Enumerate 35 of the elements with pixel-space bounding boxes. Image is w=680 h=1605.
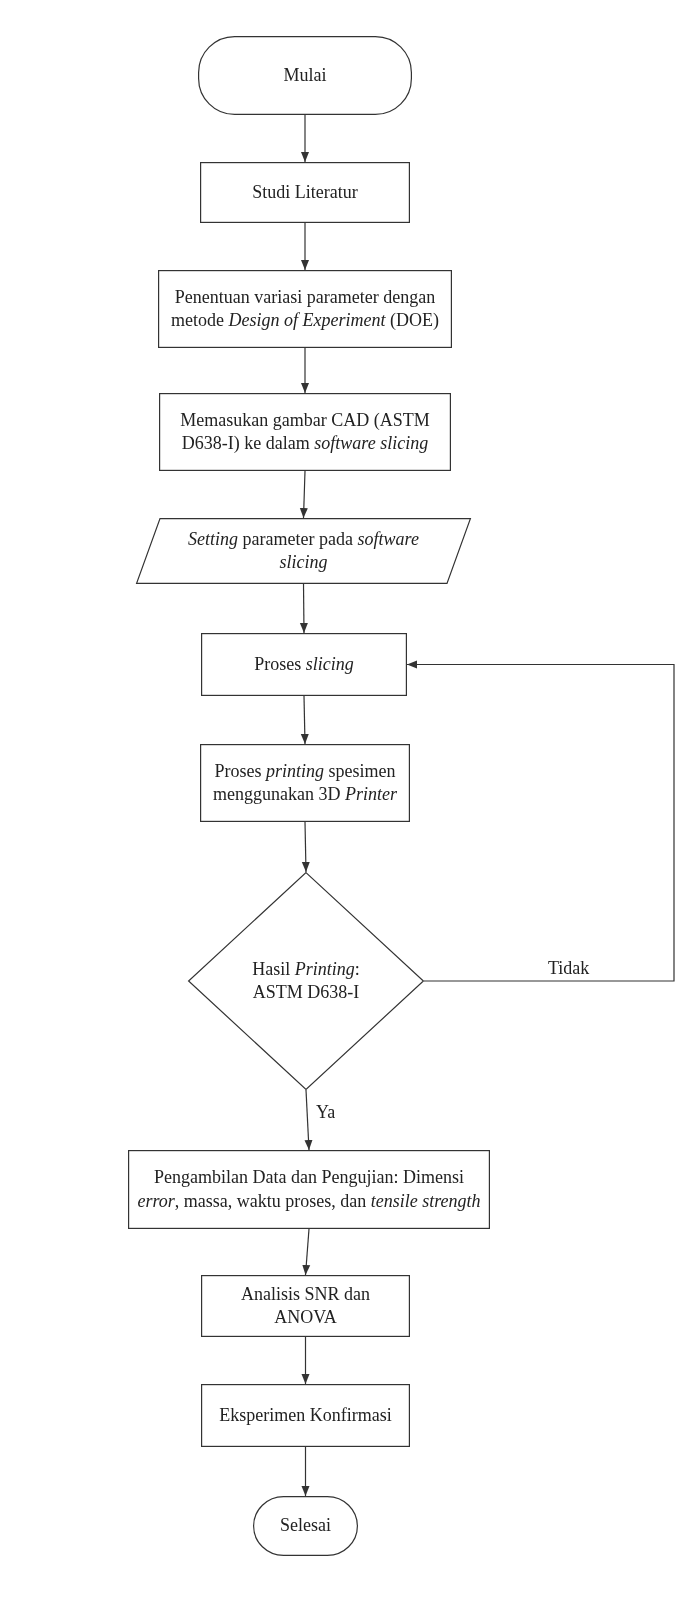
arrow <box>299 470 308 519</box>
arrow <box>302 1228 311 1276</box>
process-box <box>158 270 452 348</box>
arrow <box>299 583 308 634</box>
node-text: Analisis SNR dan ANOVA <box>240 1282 371 1329</box>
arrow <box>301 347 309 394</box>
process-box <box>128 1150 490 1229</box>
node-text: Studi Literatur <box>252 180 358 204</box>
node-text: Memasukan gambar CAD (ASTM D638-I) ke dalam software slicing <box>179 408 431 455</box>
arrow <box>304 1089 313 1151</box>
node-text: Penentuan variasi parameter dengan metode Design of Experiment (DOE) <box>170 285 440 332</box>
node-text: Hasil Printing: ASTM D638-I <box>251 957 361 1004</box>
node-text: Mulai <box>283 63 327 87</box>
terminator-shape <box>253 1496 358 1556</box>
arrow <box>300 695 309 745</box>
arrow <box>301 821 310 873</box>
process-box <box>159 393 451 471</box>
process-box <box>201 633 407 696</box>
arrow <box>406 660 675 982</box>
decision-diamond <box>188 872 424 1090</box>
node-text: Proses printing spesimen menggunakan 3D Printer <box>212 759 398 806</box>
node-text: Selesai <box>280 1514 331 1538</box>
node-text: Setting parameter pada software slicing <box>187 527 420 574</box>
arrow <box>301 1336 310 1385</box>
process-box <box>200 162 410 223</box>
node-text: Eksperimen Konfirmasi <box>219 1403 392 1427</box>
process-box <box>200 744 410 822</box>
process-box <box>201 1275 410 1337</box>
process-box <box>201 1384 410 1447</box>
arrow <box>301 222 309 271</box>
arrow <box>301 114 309 163</box>
arrow <box>301 1446 310 1497</box>
node-text: Proses slicing <box>254 652 354 676</box>
input-parallelogram <box>136 518 471 584</box>
node-text: Pengambilan Data dan Pengujian: Dimensi error, massa, waktu proses, dan tensile strength <box>136 1166 482 1213</box>
